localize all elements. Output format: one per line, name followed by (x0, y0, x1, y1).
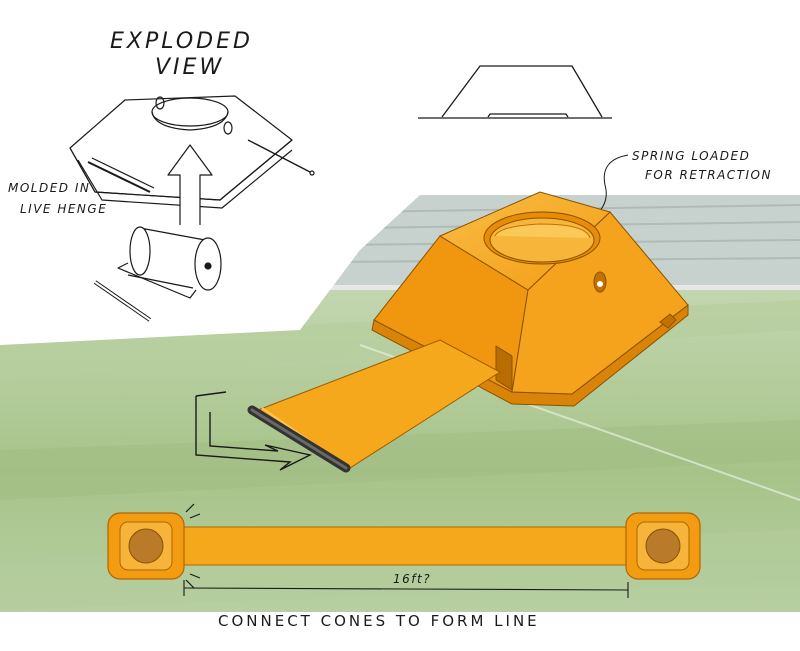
title-line-1: EXPLODED (110, 29, 253, 54)
title-line-2: VIEW (155, 55, 224, 80)
spring-label-line-2: FOR RETRACTION (645, 168, 772, 182)
hinge-label-line-1: MOLDED IN (8, 181, 90, 195)
dimension-label: 16ft? (393, 572, 431, 586)
hinge-label-line-2: LIVE HENGE (20, 202, 107, 216)
left-cone-top-view (108, 513, 184, 579)
right-cone-top-view (626, 513, 700, 579)
caption: CONNECT CONES TO FORM LINE (218, 612, 540, 630)
connecting-tape (170, 527, 640, 565)
spring-label-line-1: SPRING LOADED (632, 149, 750, 163)
